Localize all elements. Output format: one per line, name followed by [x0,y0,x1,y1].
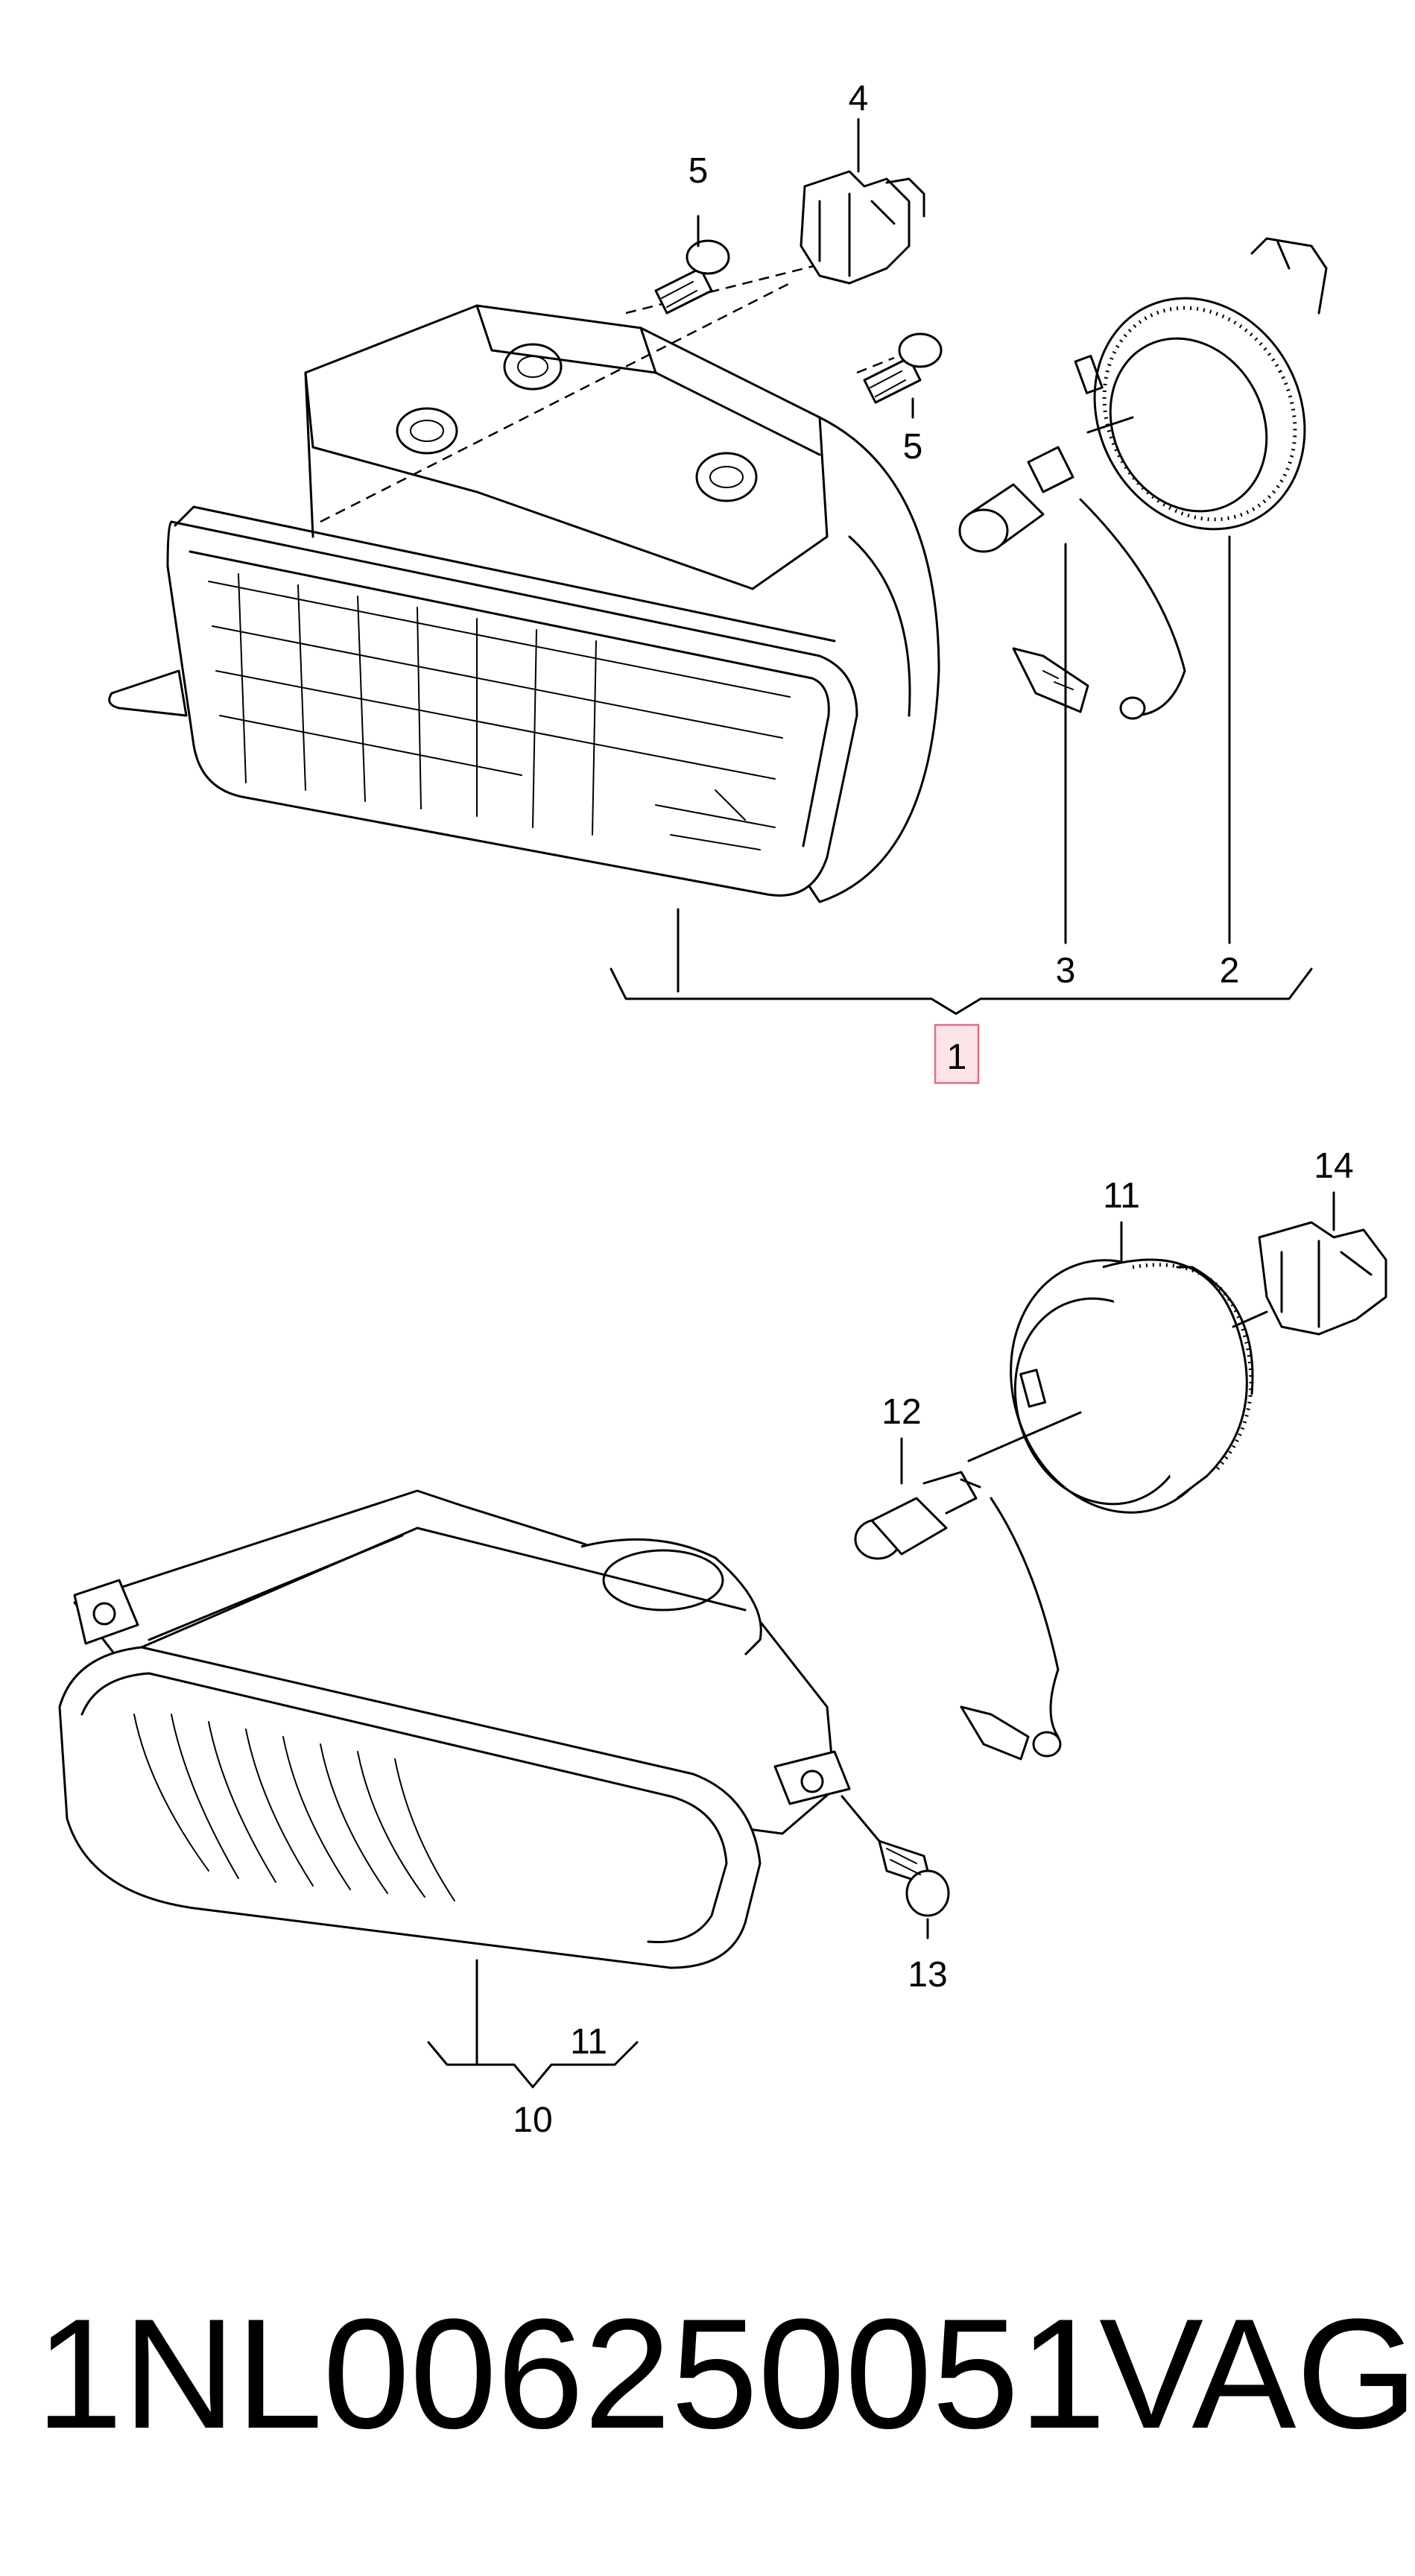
manufacturer-label: VAG [1099,2286,1415,2461]
bracket-10 [427,2041,639,2089]
callout-1-highlight [934,1023,980,1085]
callout-5-upper: 5 [688,151,709,191]
screw-13 [841,1795,950,1917]
holder-cap-11 [967,1258,1254,1514]
callout-2: 2 [1220,951,1240,991]
callout-11-bracket: 11 [570,2022,607,2062]
wire-harness [1012,498,1186,720]
wire-harness-lower [960,1497,1062,1761]
screw-5-upper [654,239,730,315]
part-number: 1NL006250051 [36,2286,1107,2461]
bracket-1 [610,967,1313,1015]
callout-11: 11 [1103,1176,1140,1216]
callout-14: 14 [1314,1146,1353,1186]
headlight-assembly [108,244,940,903]
fog-light-assembly [58,1489,851,1969]
callout-3: 3 [1056,951,1076,991]
callout-13: 13 [908,1955,947,1995]
bulb-3 [958,416,1134,553]
callout-5-lower: 5 [903,427,923,467]
callout-12: 12 [881,1392,921,1432]
callout-10: 10 [513,2100,552,2140]
bulb-12 [854,1471,981,1560]
connector-4 [800,170,925,285]
callout-4: 4 [849,79,869,119]
screw-5-lower [863,332,943,404]
parts-diagram: 4 5 5 3 2 1 [58,79,1387,2140]
reflector-cap-2 [1074,237,1328,531]
connector-14 [1232,1221,1387,1336]
callout-1: 1 [947,1038,967,1077]
